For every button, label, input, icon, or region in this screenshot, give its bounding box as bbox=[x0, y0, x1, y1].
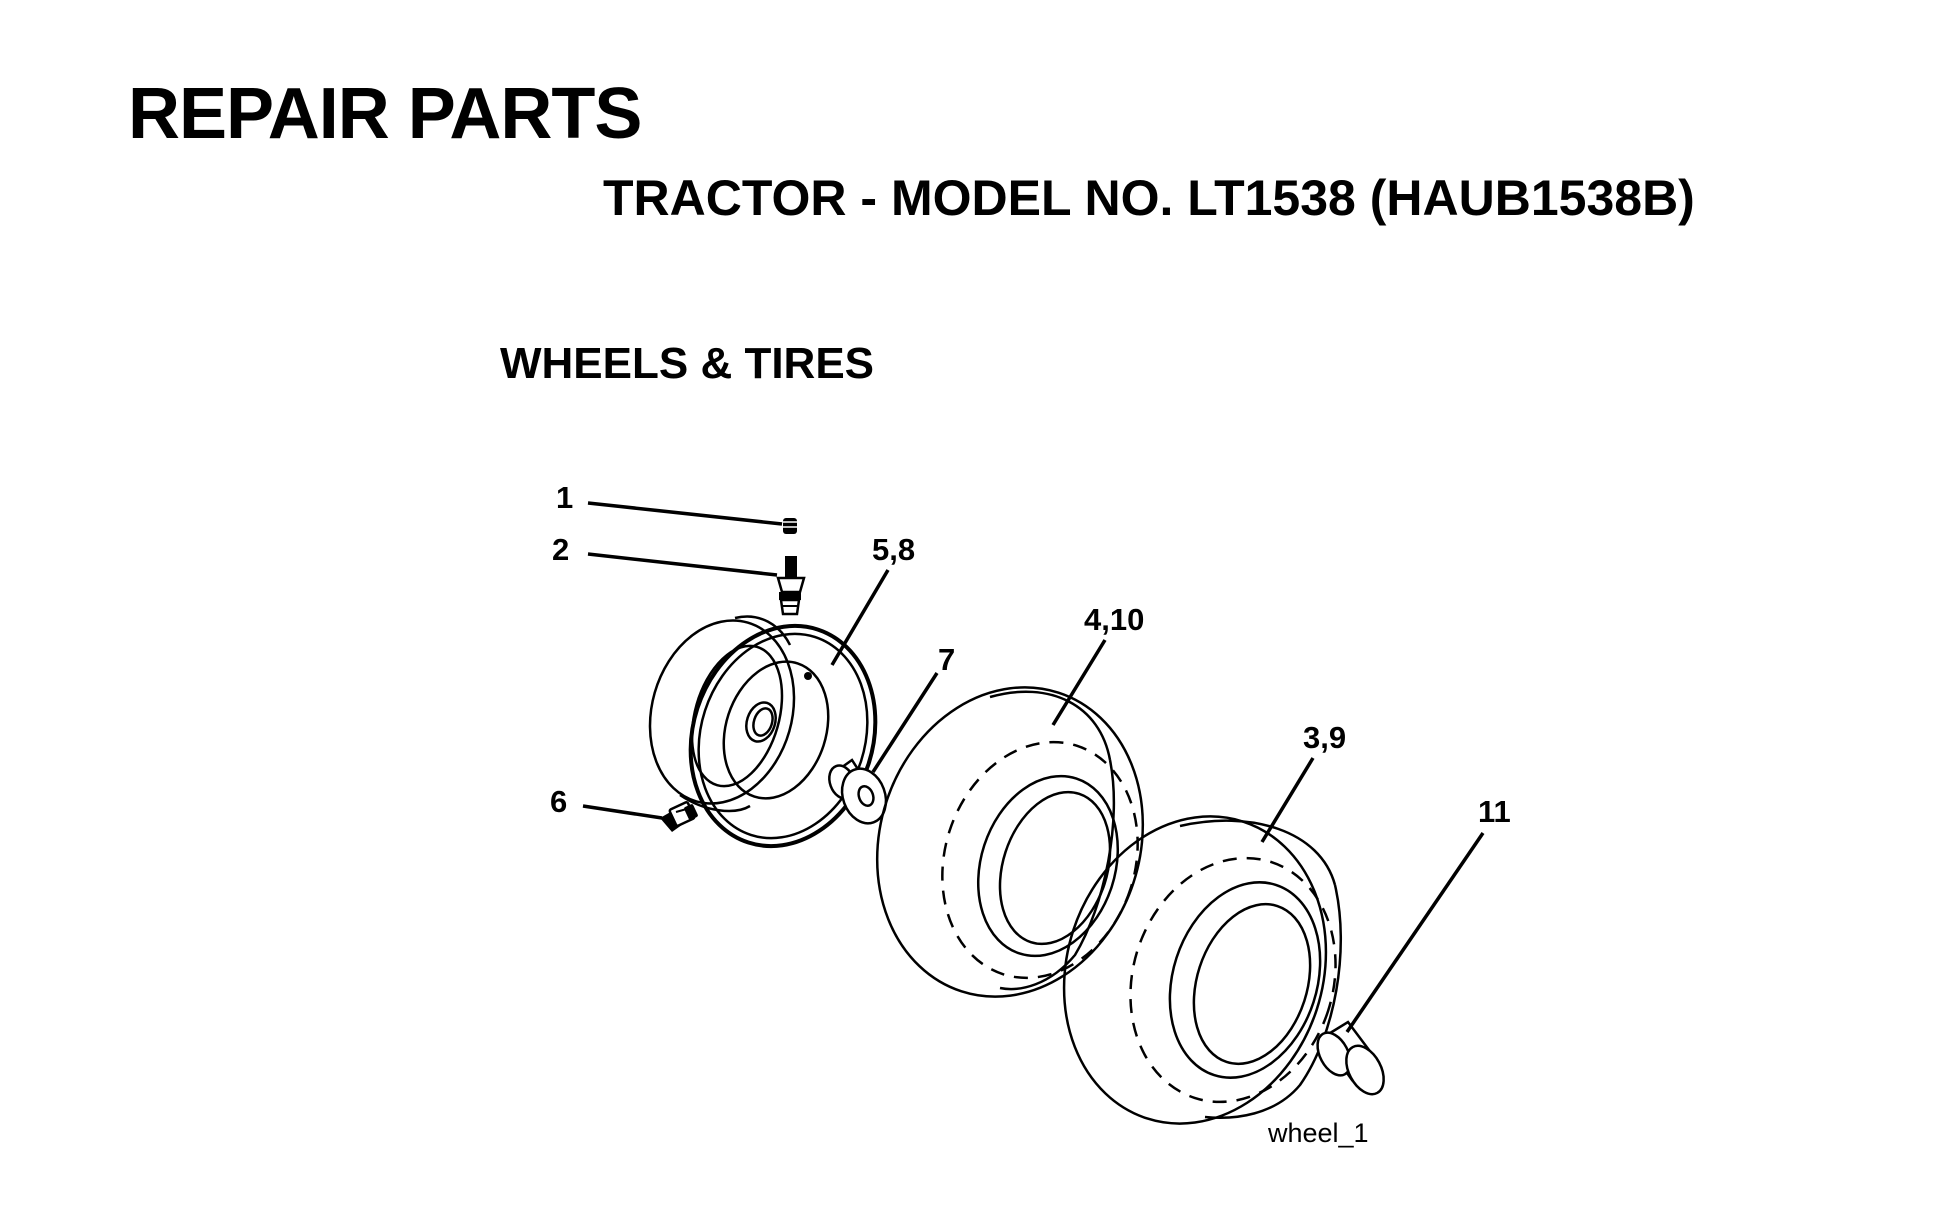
callout-label-4-10: 4,10 bbox=[1084, 602, 1144, 637]
section-title: WHEELS & TIRES bbox=[500, 339, 875, 388]
tire-first-part bbox=[875, 686, 1145, 998]
bushing-part bbox=[828, 758, 888, 825]
wheel-rim-part bbox=[648, 615, 878, 849]
grease-fitting-part bbox=[660, 801, 698, 832]
callout-label-3-9: 3,9 bbox=[1303, 720, 1346, 755]
valve-cap-part bbox=[783, 518, 797, 534]
callout-label-2: 2 bbox=[552, 532, 569, 567]
callout-label-11: 11 bbox=[1478, 794, 1511, 829]
hub-cap-part bbox=[1316, 1020, 1385, 1096]
page-title: REPAIR PARTS bbox=[128, 74, 642, 154]
tire-second-part bbox=[1062, 815, 1343, 1125]
callout-label-5-8: 5,8 bbox=[872, 532, 915, 567]
callout-label-1: 1 bbox=[556, 480, 573, 515]
callout-label-6: 6 bbox=[550, 784, 567, 819]
valve-stem-part bbox=[776, 556, 806, 616]
figure-reference: wheel_1 bbox=[1267, 1118, 1369, 1148]
callout-label-7: 7 bbox=[938, 642, 955, 677]
model-subtitle: TRACTOR - MODEL NO. LT1538 (HAUB1538B) bbox=[603, 170, 1695, 226]
leader-lines bbox=[582, 501, 1485, 1033]
